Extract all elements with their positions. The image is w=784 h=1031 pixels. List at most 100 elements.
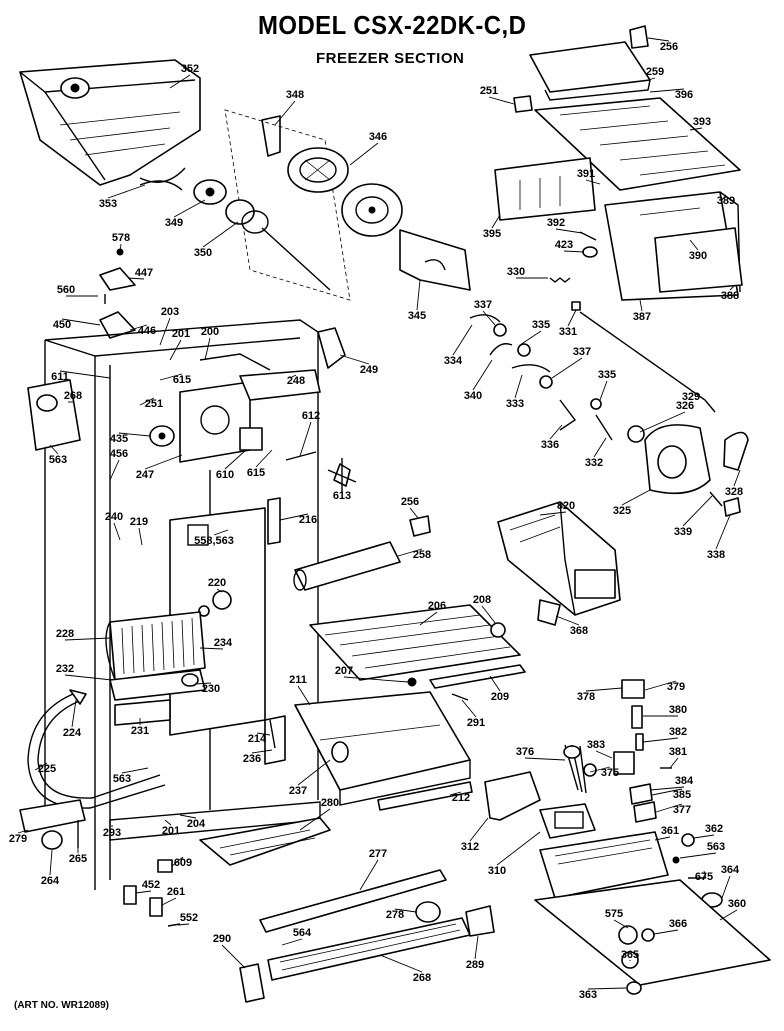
leader-line-393 bbox=[689, 127, 703, 131]
part-label-211: 211 bbox=[289, 674, 307, 686]
harness-376 bbox=[563, 744, 635, 794]
leader-line-216 bbox=[279, 513, 309, 521]
leader-line-353 bbox=[107, 184, 146, 199]
leader-line-334 bbox=[452, 324, 473, 356]
leader-line-563a bbox=[49, 444, 59, 455]
part-label-609: 609 bbox=[174, 857, 192, 869]
leader-line-209 bbox=[489, 675, 501, 692]
part-label-612: 612 bbox=[302, 410, 320, 422]
part-label-558: 558,563 bbox=[194, 535, 234, 547]
leader-lines bbox=[17, 37, 741, 990]
part-label-256b: 256 bbox=[401, 496, 419, 508]
leader-line-352 bbox=[169, 74, 191, 89]
light-assembly-268 bbox=[27, 379, 81, 451]
part-label-346: 346 bbox=[369, 131, 387, 143]
tube-258 bbox=[294, 541, 401, 591]
leader-line-387 bbox=[639, 299, 643, 312]
leader-line-264 bbox=[49, 849, 53, 876]
leader-line-336 bbox=[549, 424, 563, 440]
leader-line-251b bbox=[488, 96, 515, 105]
part-label-380: 380 bbox=[669, 704, 687, 716]
leader-line-381 bbox=[669, 757, 679, 769]
leader-line-385a bbox=[651, 788, 683, 796]
part-label-293: 293 bbox=[103, 827, 121, 839]
grille-280 bbox=[199, 817, 331, 866]
leader-line-332 bbox=[593, 437, 607, 458]
part-label-575: 575 bbox=[605, 908, 623, 920]
part-label-383: 383 bbox=[587, 739, 605, 751]
leader-line-256b bbox=[409, 507, 419, 519]
leader-line-268b bbox=[379, 954, 423, 973]
leader-line-563c bbox=[679, 852, 717, 859]
part-label-265: 265 bbox=[69, 853, 87, 865]
part-label-820: 820 bbox=[557, 500, 575, 512]
part-label-312: 312 bbox=[461, 841, 479, 853]
base-pan-360 bbox=[534, 879, 771, 986]
part-label-377: 377 bbox=[673, 804, 691, 816]
part-label-230: 230 bbox=[202, 683, 220, 695]
part-label-611: 611 bbox=[51, 371, 69, 383]
part-label-393: 393 bbox=[693, 116, 711, 128]
rod-329 bbox=[579, 311, 716, 413]
leader-line-375 bbox=[589, 766, 611, 773]
cover-312 bbox=[484, 771, 541, 821]
part-435 bbox=[149, 425, 175, 447]
leader-line-228 bbox=[64, 637, 111, 641]
leader-line-611 bbox=[59, 370, 111, 379]
part-label-330: 330 bbox=[507, 266, 525, 278]
control-box-361 bbox=[539, 831, 669, 899]
leader-line-278 bbox=[394, 908, 417, 913]
part-label-368: 368 bbox=[570, 625, 588, 637]
part-label-366: 366 bbox=[669, 918, 687, 930]
part-label-290: 290 bbox=[213, 933, 231, 945]
part-label-248: 248 bbox=[287, 375, 305, 387]
part-label-339: 339 bbox=[674, 526, 692, 538]
leader-line-225 bbox=[34, 762, 48, 771]
part-339 bbox=[709, 491, 723, 507]
part-label-335b: 335 bbox=[598, 369, 616, 381]
leader-line-212 bbox=[449, 791, 462, 796]
leader-line-291 bbox=[461, 699, 477, 718]
part-label-259: 259 bbox=[646, 66, 664, 78]
linkage-parts bbox=[469, 314, 613, 441]
part-label-365: 365 bbox=[621, 949, 639, 961]
leader-line-389 bbox=[721, 194, 727, 201]
leader-line-447 bbox=[127, 277, 145, 280]
leader-line-289 bbox=[474, 935, 479, 960]
part-label-332: 332 bbox=[585, 457, 603, 469]
part-label-395: 395 bbox=[483, 228, 501, 240]
part-label-364: 364 bbox=[721, 864, 740, 876]
leader-line-338 bbox=[715, 514, 731, 550]
part-label-264: 264 bbox=[41, 875, 60, 887]
part-label-391: 391 bbox=[577, 168, 595, 180]
part-label-613: 613 bbox=[333, 490, 351, 502]
part-353 bbox=[139, 180, 183, 191]
part-label-251a: 251 bbox=[145, 398, 163, 410]
leader-line-234 bbox=[199, 647, 224, 650]
part-label-228: 228 bbox=[56, 628, 74, 640]
part-label-329: 329 bbox=[682, 391, 700, 403]
art-number: (ART NO. WR12089) bbox=[14, 1000, 110, 1011]
part-label-335a: 335 bbox=[532, 319, 550, 331]
part-label-615b: 615 bbox=[247, 467, 265, 479]
leader-line-563b bbox=[121, 767, 149, 774]
part-label-280: 280 bbox=[321, 797, 339, 809]
leader-line-251a bbox=[139, 397, 155, 406]
part-label-349: 349 bbox=[165, 217, 183, 229]
part-label-219: 219 bbox=[130, 516, 148, 528]
auger-outline bbox=[224, 109, 351, 301]
leader-line-279 bbox=[17, 829, 29, 834]
leader-line-203 bbox=[159, 317, 171, 346]
part-label-560: 560 bbox=[57, 284, 75, 296]
leader-line-379 bbox=[644, 680, 677, 691]
part-label-446: 446 bbox=[138, 325, 156, 337]
diagram-subtitle: FREEZER SECTION bbox=[316, 50, 465, 67]
leader-line-376 bbox=[524, 757, 566, 761]
part-278 bbox=[415, 901, 441, 923]
leader-line-259 bbox=[647, 77, 656, 81]
leader-line-214 bbox=[256, 732, 271, 736]
motor-325 bbox=[627, 424, 711, 495]
leader-line-363 bbox=[587, 987, 627, 990]
leader-line-368 bbox=[555, 615, 580, 626]
leader-line-366 bbox=[653, 929, 679, 935]
